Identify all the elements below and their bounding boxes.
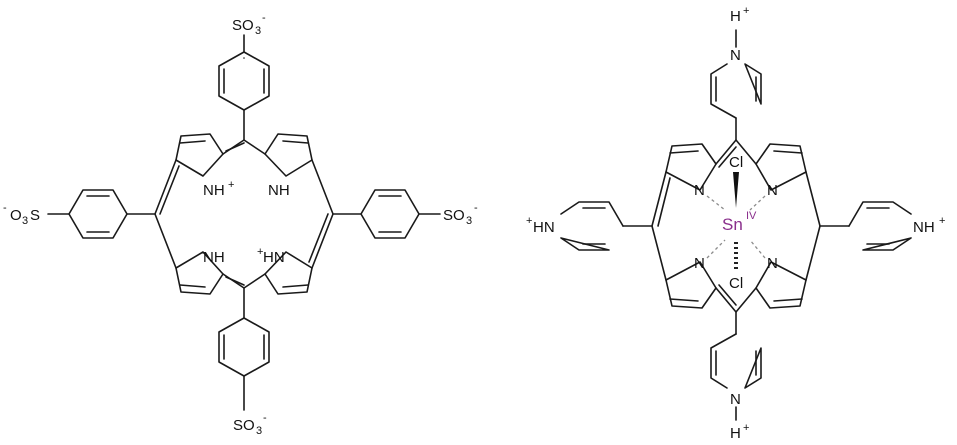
left-left-sulfonatophenyl: - O 3 S [3, 189, 156, 239]
chloride-wedge-bond [733, 172, 739, 208]
right-n-label-bottom-left: N [694, 255, 705, 272]
right-porphyrin-molecule: N N N N Cl Cl Sn IV N H + [526, 5, 945, 442]
left-right-sulfonatophenyl: SO 3 - [332, 189, 478, 239]
left-pyridinium-plus: + [526, 215, 532, 227]
right-bottom-pyridinium: N H + [710, 311, 762, 442]
left-top-so3-charge: - [262, 12, 266, 24]
left-bottom-so3-label: SO [233, 417, 255, 434]
right-n-label-bottom-right: N [767, 255, 778, 272]
left-nh-label-top: NH [268, 182, 290, 199]
top-pyridinium-plus: + [743, 5, 749, 17]
right-pyridinium-nh: NH [913, 219, 935, 236]
left-top-so3-sub: 3 [255, 25, 261, 37]
left-bottom-right-pyrrole [264, 251, 313, 295]
left-porphyrin-core [154, 133, 334, 295]
left-top-so3-label: SO [232, 17, 254, 34]
left-left-s-label: S [30, 207, 40, 224]
left-left-so3-charge: - [3, 202, 7, 214]
left-hn-plus: + [257, 246, 263, 258]
left-pyridinium-hn: HN [533, 219, 555, 236]
top-pyridinium-n: N [730, 47, 741, 64]
right-top-pyridinium: N H + [710, 5, 762, 141]
left-nh-label-bottom: NH [203, 249, 225, 266]
top-pyridinium-h: H [730, 8, 741, 25]
left-bottom-so3-charge: - [263, 412, 267, 424]
tin-oxidation-state: IV [746, 210, 757, 222]
left-left-o-label: O [10, 207, 22, 224]
chloride-top-label: Cl [729, 154, 743, 171]
tin-label: Sn [722, 215, 743, 234]
left-hn-charged-label: HN [263, 249, 285, 266]
right-n-label-top-left: N [694, 182, 705, 199]
left-right-so3-label: SO [443, 207, 465, 224]
bottom-pyridinium-n: N [730, 391, 741, 408]
bottom-pyridinium-plus: + [743, 422, 749, 434]
left-right-so3-charge: - [474, 202, 478, 214]
left-bottom-so3-sub: 3 [256, 425, 262, 437]
left-right-so3-sub: 3 [466, 215, 472, 227]
left-top-left-pyrrole [175, 133, 224, 177]
left-left-o-sub: 3 [22, 215, 28, 227]
left-nh-charged-label: NH [203, 182, 225, 199]
left-top-right-pyrrole [264, 133, 313, 177]
chloride-bottom-label: Cl [729, 275, 743, 292]
right-right-pyridinium: NH + [819, 201, 945, 251]
left-bottom-left-pyrrole [175, 251, 224, 295]
bottom-pyridinium-h: H [730, 425, 741, 442]
left-porphyrin-molecule: NH + NH NH + HN SO 3 - SO 3 - [3, 12, 478, 437]
left-bottom-sulfonatophenyl: SO 3 - [218, 287, 270, 437]
right-pyridinium-plus: + [939, 215, 945, 227]
tin-center: Cl Cl Sn IV [706, 154, 766, 292]
right-n-label-top-right: N [767, 182, 778, 199]
left-top-sulfonatophenyl: SO 3 - [218, 12, 270, 141]
left-nh-plus: + [228, 179, 234, 191]
right-left-pyridinium: + HN [526, 201, 653, 251]
